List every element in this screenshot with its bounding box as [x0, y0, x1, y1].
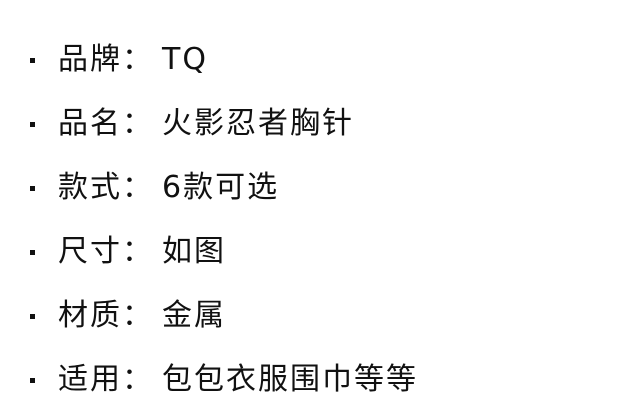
spec-row-material: 材质 ： 金属 [22, 284, 418, 348]
spec-separator: ： [122, 42, 154, 77]
spec-separator: ： [122, 234, 154, 269]
spec-label: 品名 [58, 106, 122, 141]
spec-value: 包包衣服围巾等等 [162, 362, 418, 397]
spec-value: 如图 [162, 234, 226, 269]
spec-row-style: 款式 ： 6款可选 [22, 156, 418, 220]
spec-row-usage: 适用 ： 包包衣服围巾等等 [22, 348, 418, 412]
spec-label: 适用 [58, 362, 122, 397]
spec-row-brand: 品牌 ： TQ [22, 28, 418, 92]
spec-label: 品牌 [58, 42, 122, 77]
product-spec-list: 品牌 ： TQ 品名 ： 火影忍者胸针 款式 ： 6款可选 尺寸 ： 如图 材质… [22, 28, 418, 412]
spec-separator: ： [122, 298, 154, 333]
spec-label: 款式 [58, 170, 122, 205]
spec-label: 材质 [58, 298, 122, 333]
bullet-icon [30, 249, 35, 255]
spec-separator: ： [122, 170, 154, 205]
bullet-icon [30, 377, 35, 383]
spec-row-size: 尺寸 ： 如图 [22, 220, 418, 284]
bullet-icon [30, 57, 35, 63]
bullet-icon [30, 121, 35, 127]
spec-separator: ： [122, 362, 154, 397]
spec-value: 金属 [162, 298, 226, 333]
spec-value: 火影忍者胸针 [162, 106, 354, 141]
spec-value: TQ [162, 42, 208, 77]
spec-value: 6款可选 [162, 170, 280, 205]
spec-separator: ： [122, 106, 154, 141]
spec-label: 尺寸 [58, 234, 122, 269]
spec-row-product-name: 品名 ： 火影忍者胸针 [22, 92, 418, 156]
bullet-icon [30, 185, 35, 191]
bullet-icon [30, 313, 35, 319]
